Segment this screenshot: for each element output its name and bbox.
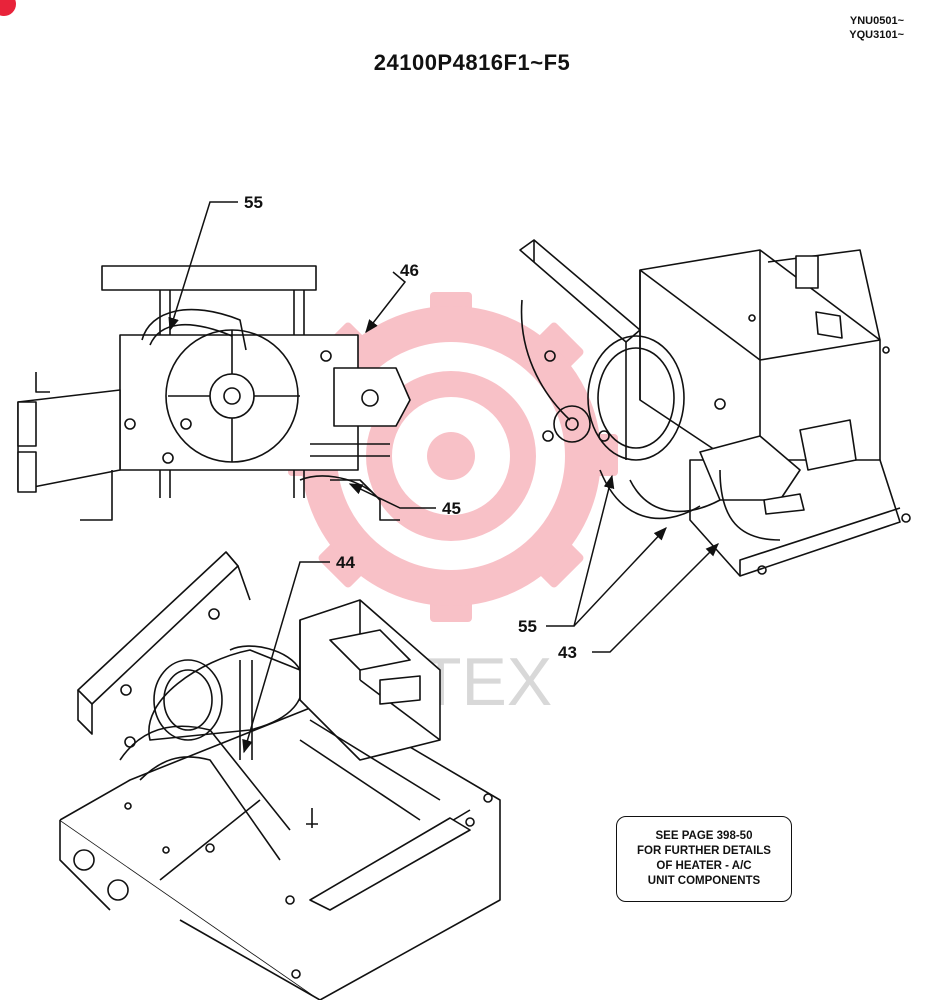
model-range-1: YNU0501~ bbox=[849, 15, 904, 27]
note-line-4: UNIT COMPONENTS bbox=[647, 875, 761, 887]
leader-44 bbox=[242, 561, 330, 754]
note-line-2: FOR FURTHER DETAILS bbox=[637, 845, 771, 857]
callout-43: 43 bbox=[558, 643, 577, 662]
leader-46 bbox=[365, 271, 407, 334]
leader-55-right-b bbox=[573, 527, 667, 627]
heater-unit-mounted-view bbox=[59, 551, 501, 1000]
callout-45: 45 bbox=[442, 499, 461, 518]
note-line-3: OF HEATER - A/C bbox=[656, 860, 752, 872]
callout-44: 44 bbox=[336, 553, 355, 572]
leader-45 bbox=[348, 483, 436, 509]
heater-unit-side-view bbox=[519, 239, 911, 577]
part-number-title: 24100P4816F1~F5 bbox=[373, 50, 571, 75]
callout-leaders bbox=[168, 201, 719, 754]
model-range-list: YNU0501~ YQU3101~ bbox=[849, 14, 904, 42]
callout-55-top: 55 bbox=[244, 193, 263, 212]
reference-note-box: SEE PAGE 398-50 FOR FURTHER DETAILS OF H… bbox=[616, 816, 792, 902]
callout-55-right: 55 bbox=[518, 617, 537, 636]
leader-55-top bbox=[168, 201, 238, 332]
model-range-2: YQU3101~ bbox=[849, 29, 904, 41]
callout-46: 46 bbox=[400, 261, 419, 280]
leader-43 bbox=[592, 543, 719, 653]
heater-unit-front-view bbox=[17, 265, 411, 521]
note-line-1: SEE PAGE 398-50 bbox=[655, 830, 753, 842]
corner-badge bbox=[0, 0, 16, 16]
